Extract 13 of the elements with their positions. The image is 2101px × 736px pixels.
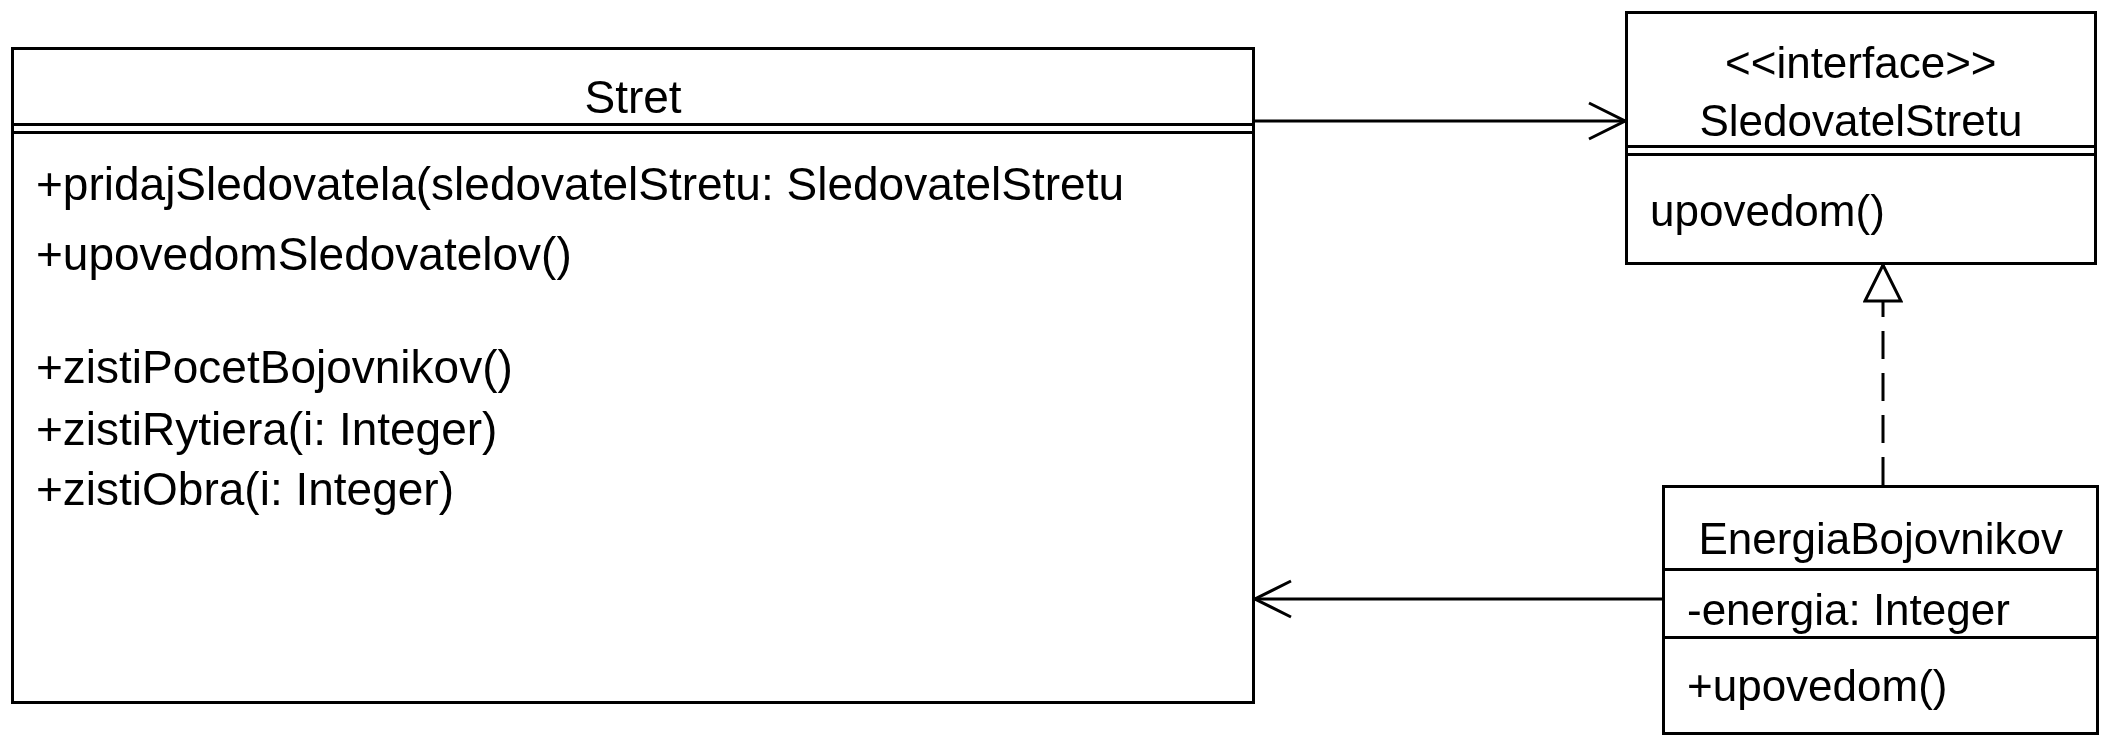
realization-arrow — [1863, 263, 1903, 485]
uml-class-box — [11, 47, 1255, 704]
class-name: EnergiaBojovnikov — [1698, 517, 2063, 561]
method-text: upovedom() — [1650, 189, 1885, 233]
method-text: +upovedom() — [1687, 664, 1948, 708]
association-arrow — [1253, 579, 1662, 619]
interface-name: SledovatelStretu — [1699, 99, 2023, 143]
uml-class-box — [1662, 485, 2099, 735]
class-name: Stret — [584, 74, 682, 120]
association-arrow — [1255, 101, 1627, 141]
attribute-text: -energia: Integer — [1687, 588, 2010, 632]
uml-class-box — [1625, 11, 2097, 265]
stereotype-label: <<interface>> — [1725, 41, 1997, 85]
